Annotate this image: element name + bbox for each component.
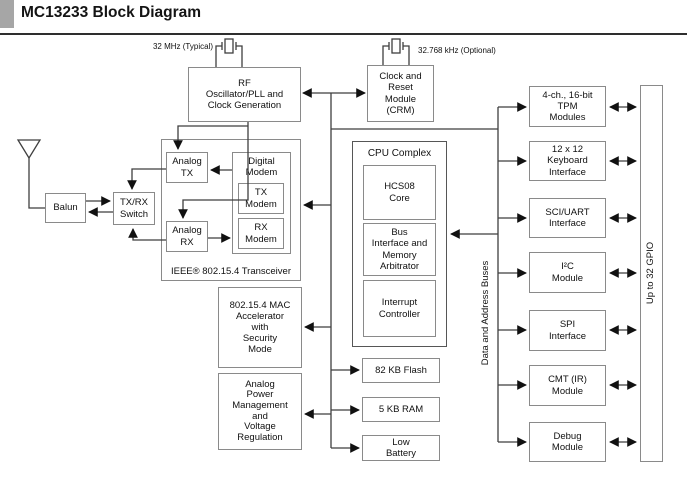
block-flash: 82 KB Flash (362, 358, 440, 383)
crystal-32khz-icon (382, 38, 410, 65)
block-bus-interface: Bus Interface and Memory Arbitrator (363, 223, 436, 276)
block-power-management: Analog Power Management and Voltage Regu… (218, 373, 302, 450)
page-title: MC13233 Block Diagram (21, 4, 202, 21)
block-rf-oscillator: RF Oscillator/PLL and Clock Generation (188, 67, 301, 122)
crystal-32mhz-icon (215, 38, 243, 67)
block-low-battery: Low Battery (362, 435, 440, 461)
block-balun: Balun (45, 193, 86, 223)
block-rx-modem: RX Modem (238, 218, 284, 249)
header-accent-square (0, 0, 14, 28)
data-bus-label: Data and Address Buses (480, 260, 491, 366)
crystal-32mhz-label: 32 MHz (Typical) (152, 42, 213, 51)
crystal-32khz-label: 32.768 kHz (Optional) (418, 46, 496, 55)
block-txrx-switch: TX/RX Switch (113, 192, 155, 225)
block-interrupt-controller: Interrupt Controller (363, 280, 436, 337)
cpu-complex-label: CPU Complex (367, 148, 432, 159)
wire-antenna-balun (28, 158, 45, 209)
block-spi: SPI Interface (529, 310, 606, 351)
gpio-label: Up to 32 GPIO (645, 241, 656, 305)
block-cmt: CMT (IR) Module (529, 365, 606, 406)
block-gpio (640, 85, 663, 462)
block-keyboard: 12 x 12 Keyboard Interface (529, 141, 606, 181)
block-i2c: I²C Module (529, 252, 606, 293)
block-mac-accelerator: 802.15.4 MAC Accelerator with Security M… (218, 287, 302, 368)
block-tpm: 4-ch., 16-bit TPM Modules (529, 86, 606, 127)
block-sci-uart: SCI/UART Interface (529, 198, 606, 238)
digital-modem-label: Digital Modem (245, 156, 278, 179)
block-ram: 5 KB RAM (362, 397, 440, 422)
transceiver-label: IEEE® 802.15.4 Transceiver (170, 265, 291, 277)
block-crm: Clock and Reset Module (CRM) (367, 65, 434, 122)
block-analog-rx: Analog RX (166, 221, 208, 252)
antenna-icon (16, 139, 42, 160)
block-tx-modem: TX Modem (238, 183, 284, 214)
block-hcs08-core: HCS08 Core (363, 165, 436, 220)
header-rule (0, 33, 687, 35)
block-debug: Debug Module (529, 422, 606, 462)
block-analog-tx: Analog TX (166, 152, 208, 183)
